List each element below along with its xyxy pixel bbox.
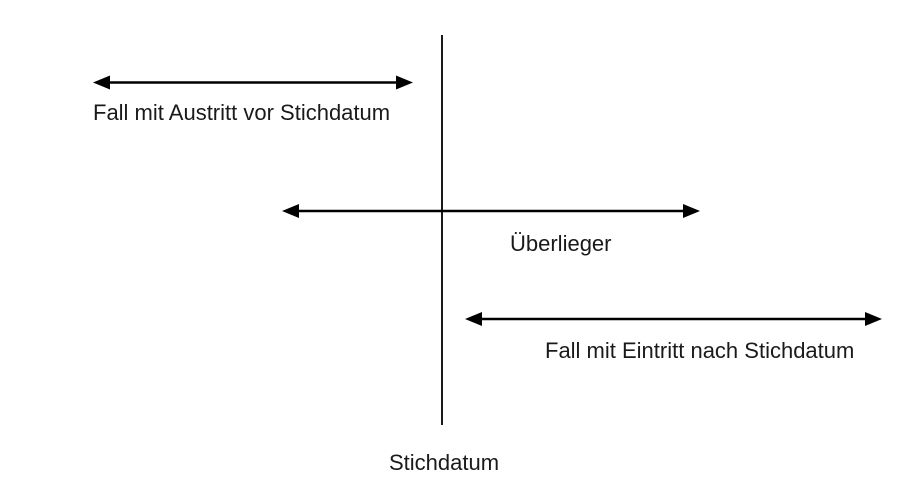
arrow-before-cutoff-right-head-icon xyxy=(396,75,413,90)
label-after-cutoff: Fall mit Eintritt nach Stichdatum xyxy=(545,338,855,363)
arrow-overlap-cutoff xyxy=(282,204,700,218)
arrow-after-cutoff-left-head-icon xyxy=(465,312,482,326)
arrow-before-cutoff-left-head-icon xyxy=(93,75,110,90)
arrow-overlap-cutoff-left-head-icon xyxy=(282,204,299,218)
arrow-after-cutoff-right-head-icon xyxy=(865,312,882,326)
label-overlap-cutoff: Überlieger xyxy=(510,231,612,256)
arrow-before-cutoff xyxy=(93,75,413,90)
label-before-cutoff: Fall mit Austritt vor Stichdatum xyxy=(93,100,391,125)
arrow-after-cutoff xyxy=(465,312,882,326)
arrow-overlap-cutoff-right-head-icon xyxy=(683,204,700,218)
label-cutoff-date: Stichdatum xyxy=(389,450,500,475)
